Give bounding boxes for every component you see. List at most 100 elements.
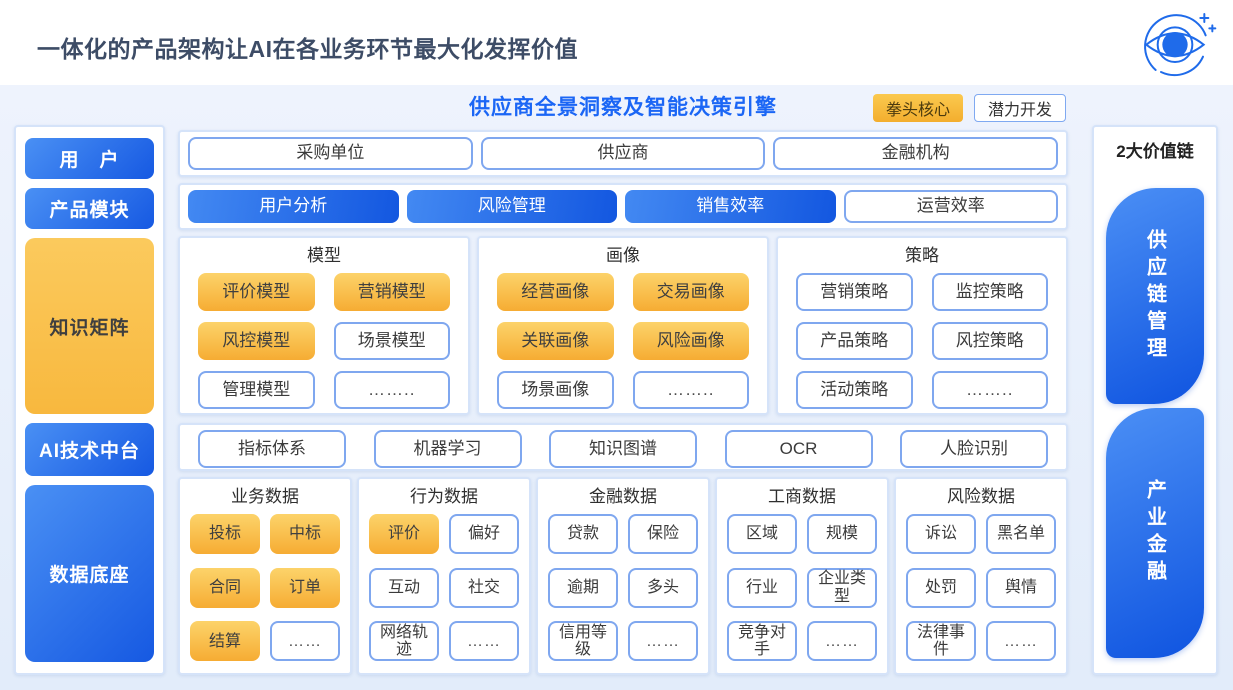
model-box: 营销模型 [333,273,450,311]
group-panel-strategies: 策略 营销策略 监控策略 产品策略 风控策略 活动策略 …….. [776,236,1068,415]
data-box: 法律事件 [906,621,976,662]
data-box: 合同 [190,567,260,608]
group-panel-risk-data: 风险数据 诉讼 黑名单 处罚 舆情 法律事件 …… [894,477,1068,675]
left-sidebar: 用 户 产品模块 知识矩阵 AI技术中台 数据底座 [14,125,165,675]
data-box: 区域 [727,514,797,554]
ai-capability-box: OCR [724,430,873,468]
legend-badge-core: 拳头核心 [872,94,963,122]
data-box: 社交 [449,567,519,608]
data-box: 贷款 [548,514,618,554]
module-box: 风险管理 [406,190,617,223]
data-box: 企业类型 [807,567,877,608]
data-box: 规模 [807,514,877,554]
model-box: 评价模型 [198,273,315,311]
group-title: 工商数据 [768,487,836,506]
data-box: 投标 [190,514,260,554]
ai-capability-box: 指标体系 [198,430,346,468]
data-box: 评价 [369,514,439,554]
sidebar-item-data-base: 数据底座 [25,485,154,662]
group-title: 策略 [905,246,939,265]
data-box: 中标 [270,514,340,554]
data-box: 黑名单 [986,514,1056,554]
data-box: 信用等级 [548,621,618,662]
engine-header: 供应商全景洞察及智能决策引擎 拳头核心 潜力开发 [178,93,1068,123]
ai-capability-box: 知识图谱 [549,430,697,468]
data-box-more: …… [986,621,1056,662]
module-box: 用户分析 [188,190,399,223]
sidebar-item-knowledge-matrix: 知识矩阵 [25,238,154,414]
data-box: 多头 [628,567,698,608]
sidebar-item-ai-platform: AI技术中台 [25,423,154,476]
data-box: 处罚 [906,567,976,608]
user-box: 采购单位 [188,137,473,170]
group-panel-behavior-data: 行为数据 评价 偏好 互动 社交 网络轨迹 …… [357,477,531,675]
group-title: 行为数据 [410,487,478,506]
group-panel-profiles: 画像 经营画像 交易画像 关联画像 风险画像 场景画像 …….. [477,236,769,415]
users-row: 采购单位 供应商 金融机构 [178,130,1068,177]
strategy-box: 监控策略 [931,273,1048,311]
module-box: 销售效率 [625,190,836,223]
profile-box: 关联画像 [497,322,614,360]
page-title: 一体化的产品架构让AI在各业务环节最大化发挥价值 [37,36,578,62]
data-box: 舆情 [986,567,1056,608]
data-box-more: …… [270,621,340,662]
data-box: 结算 [190,621,260,662]
data-box: 诉讼 [906,514,976,554]
group-panel-finance-data: 金融数据 贷款 保险 逾期 多头 信用等级 …… [536,477,710,675]
data-box-more: …… [628,621,698,662]
ai-capability-box: 人脸识别 [900,430,1048,468]
group-panel-industry-data: 工商数据 区域 规模 行业 企业类型 竞争对手 …… [715,477,889,675]
profile-box: 交易画像 [632,273,749,311]
group-title: 风险数据 [947,487,1015,506]
modules-row: 用户分析 风险管理 销售效率 运营效率 [178,183,1068,230]
ai-capability-box: 机器学习 [373,430,522,468]
eye-logo [1137,4,1217,80]
architecture-canvas: 供应商全景洞察及智能决策引擎 拳头核心 潜力开发 用 户 产品模块 知识矩阵 A… [0,85,1233,690]
group-title: 画像 [606,246,640,265]
user-box: 金融机构 [773,137,1059,170]
group-title: 业务数据 [231,487,299,506]
sidebar-item-users: 用 户 [25,138,154,179]
data-box: 保险 [628,514,698,554]
profile-box-more: …….. [632,371,749,409]
strategy-box-more: …….. [931,371,1048,409]
data-box: 偏好 [449,514,519,554]
strategy-box: 风控策略 [931,322,1048,360]
data-box-more: …… [449,621,519,662]
profile-box: 经营画像 [497,273,614,311]
profile-box: 风险画像 [632,322,749,360]
data-base-row: 业务数据 投标 中标 合同 订单 结算 …… 行为数据 评价 偏好 互动 社交 [178,477,1068,675]
chain-label: 产业金融 [1143,479,1166,587]
top-band: 一体化的产品架构让AI在各业务环节最大化发挥价值 [0,0,1233,85]
knowledge-matrix-row: 模型 评价模型 营销模型 风控模型 场景模型 管理模型 …….. 画像 经营画像… [178,236,1068,415]
chain-industry-finance: 产业金融 [1106,408,1204,658]
data-box: 网络轨迹 [369,621,439,662]
group-title: 金融数据 [589,487,657,506]
engine-title: 供应商全景洞察及智能决策引擎 [469,96,777,119]
group-panel-models: 模型 评价模型 营销模型 风控模型 场景模型 管理模型 …….. [178,236,470,415]
profile-box: 场景画像 [497,371,614,409]
chain-supply-chain-management: 供应链管理 [1106,188,1204,404]
legend-badge-potential: 潜力开发 [973,94,1066,122]
value-chains-title: 2大价值链 [1116,142,1194,161]
model-box-more: …….. [333,371,450,409]
strategy-box: 产品策略 [796,322,913,360]
data-box: 行业 [727,567,797,608]
model-box: 管理模型 [198,371,315,409]
data-box: 互动 [369,567,439,608]
sidebar-item-product-modules: 产品模块 [25,188,154,229]
user-box: 供应商 [480,137,766,170]
model-box: 场景模型 [333,322,450,360]
data-box: 逾期 [548,567,618,608]
center-column: 采购单位 供应商 金融机构 用户分析 风险管理 销售效率 运营效率 模型 评价模… [178,130,1068,675]
strategy-box: 活动策略 [796,371,913,409]
module-box: 运营效率 [843,190,1058,223]
data-box: 订单 [270,567,340,608]
group-title: 模型 [307,246,341,265]
strategy-box: 营销策略 [796,273,913,311]
model-box: 风控模型 [198,322,315,360]
data-box: 竞争对手 [727,621,797,662]
group-panel-business-data: 业务数据 投标 中标 合同 订单 结算 …… [178,477,352,675]
data-box-more: …… [807,621,877,662]
eye-logo-icon [1144,13,1217,77]
